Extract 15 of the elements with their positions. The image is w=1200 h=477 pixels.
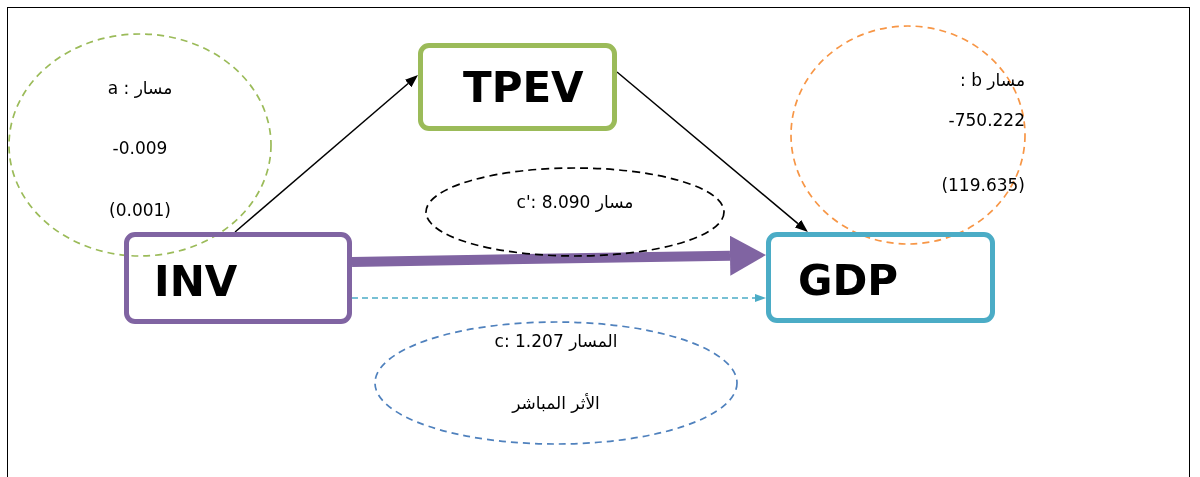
path-label: -750.222 xyxy=(948,110,1025,130)
path-label: (119.635) xyxy=(941,175,1025,195)
path-label: الأثر المباشر xyxy=(512,393,600,413)
path-label: مسار c': 8.090 xyxy=(516,192,634,212)
arrow xyxy=(351,293,766,302)
path-label: (0.001) xyxy=(109,200,171,220)
arrow xyxy=(616,71,808,232)
variable-box: GDP xyxy=(766,232,995,323)
path-label: مسار : a xyxy=(107,78,173,98)
path-label: مسار b : xyxy=(960,70,1025,90)
variable-box: TPEV xyxy=(418,43,617,131)
arrow xyxy=(351,235,766,276)
variable-box: INV xyxy=(124,232,352,324)
path-label: المسار c: 1.207 xyxy=(494,331,618,351)
path-label: -0.009 xyxy=(112,138,168,158)
